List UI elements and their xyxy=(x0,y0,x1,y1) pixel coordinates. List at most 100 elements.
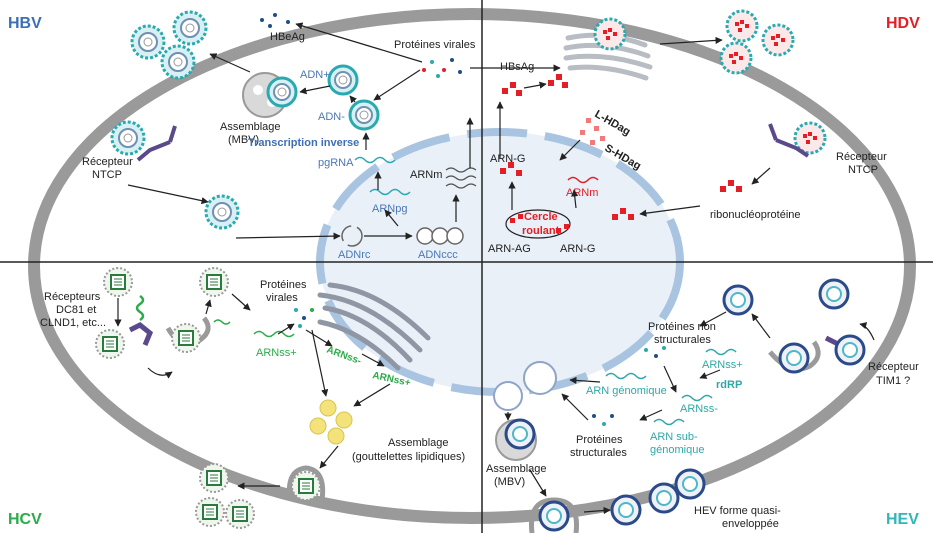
arnpg-label: ARNpg xyxy=(372,203,407,215)
adn-minus-label: ADN- xyxy=(318,111,345,123)
hev-uncoating-virion xyxy=(722,284,754,316)
hbsag-label: HBsAg xyxy=(500,61,534,73)
hdv-rnp-cluster-top xyxy=(502,74,568,96)
hev-arrows xyxy=(504,311,875,515)
hev-mbv-label: (MBV) xyxy=(494,476,525,488)
hcv-endosome xyxy=(165,316,211,353)
hev-forme-quasi: HEV forme quasi- xyxy=(694,505,781,517)
lipid-droplets xyxy=(309,399,353,445)
hev-enveloppee: enveloppée xyxy=(722,518,779,530)
hdv-released-virions xyxy=(719,9,795,75)
hbv-recepteur: Récepteur xyxy=(82,156,133,168)
viral-proteins-dots xyxy=(422,58,462,78)
adnrc-label: ADNrc xyxy=(338,249,371,261)
hcv-dc81-et: DC81 et xyxy=(56,304,96,316)
hev-structurales: structurales xyxy=(654,334,711,346)
hdv-title: HDV xyxy=(886,15,920,32)
hbeag-dots xyxy=(260,13,290,28)
hev-title: HEV xyxy=(886,511,919,528)
hbv-mbv-assemblage xyxy=(242,72,298,118)
hdv-entering-virion xyxy=(768,121,827,158)
hcv-arrows xyxy=(114,293,391,490)
adnccc-label: ADNccc xyxy=(418,249,458,261)
hcv-exocytosis xyxy=(286,465,326,501)
cercle-label: Cercle xyxy=(524,211,558,223)
arn-ag-label: ARN-AG xyxy=(488,243,531,255)
adn-plus-capsid xyxy=(327,64,359,96)
hev-proteines: Protéines xyxy=(576,434,623,446)
arn-genomique-label: ARN génomique xyxy=(586,385,667,397)
arnss-plus-wave-1 xyxy=(253,330,295,338)
hev-arnss-plus-label: ARNss+ xyxy=(702,359,743,371)
hcv-receptors xyxy=(128,294,154,346)
hev-structurales-2: structurales xyxy=(570,447,627,459)
arn-genomique-wave xyxy=(605,372,647,380)
hcv-gouttelettes: (gouttelettes lipidiques) xyxy=(352,451,465,463)
hbv-internalised-virion xyxy=(204,194,240,230)
hdv-recepteur: Récepteur xyxy=(836,151,887,163)
hbv-title: HBV xyxy=(8,15,42,32)
arn-g-rnp xyxy=(500,162,522,176)
hcv-recepteurs: Récepteurs xyxy=(44,291,101,303)
hbv-mbv: (MBV) xyxy=(228,134,259,146)
hcv-proteines: Protéines xyxy=(260,279,307,291)
hcv-clnd1: CLND1, etc... xyxy=(40,317,106,329)
hev-exocytosis xyxy=(528,497,580,533)
hev-arnss-minus-label: ARNss- xyxy=(680,403,718,415)
hev-assemblage: Assemblage xyxy=(486,463,547,475)
hcv-assemblage: Assemblage xyxy=(388,437,449,449)
ribonucleoproteine-label: ribonucléoprotéine xyxy=(710,209,801,221)
hev-recepteur: Récepteur xyxy=(868,361,919,373)
hev-proteines-non: Protéines non xyxy=(648,321,716,333)
hdv-arrows xyxy=(496,36,771,217)
hev-receptor xyxy=(824,334,866,366)
hev-arnss-minus-wave xyxy=(681,394,713,402)
hcv-virales: virales xyxy=(266,292,298,304)
adn-minus-capsid xyxy=(348,99,380,131)
hdv-golgi-virion xyxy=(593,17,627,51)
hdv-rnp-right xyxy=(612,180,742,220)
adnrc-circle xyxy=(341,225,363,247)
arnpg-wave xyxy=(369,188,411,196)
hev-arnss-plus-wave xyxy=(705,348,737,356)
hcv-title: HCV xyxy=(8,511,42,528)
pgrna-label: pgRNA xyxy=(318,157,354,169)
hdv-ntcp: NTCP xyxy=(848,164,878,176)
hbv-assemblage: Assemblage xyxy=(220,121,281,133)
pgrna-wave xyxy=(354,156,396,164)
hbv-arrows xyxy=(127,22,561,240)
hcv-uncoating-virion xyxy=(199,267,229,297)
hbv-ntcp: NTCP xyxy=(92,169,122,181)
roulant-label: roulant xyxy=(522,225,560,237)
hev-genomique-label: génomique xyxy=(650,444,704,456)
arnss-plus-1-label: ARNss+ xyxy=(256,347,297,359)
hdv-arnm-label: ARNm xyxy=(566,187,598,199)
adnccc-circles xyxy=(416,227,464,245)
hev-approaching-virion xyxy=(818,278,850,310)
hev-vesicles xyxy=(493,361,557,411)
hbv-entering-virion xyxy=(110,120,177,162)
rolling-circle xyxy=(505,209,571,239)
hcv-bound-virion xyxy=(95,329,125,359)
hcv-protein-dots xyxy=(294,308,314,328)
er-hcv xyxy=(317,282,431,371)
arn-g-bottom-label: ARN-G xyxy=(560,243,595,255)
arnm-label-hbv: ARNm xyxy=(410,169,442,181)
hcv-approaching-virion xyxy=(103,267,133,297)
hcv-released-rna xyxy=(213,319,231,325)
arn-g-top-label: ARN-G xyxy=(490,153,525,165)
hev-struct-dots xyxy=(592,414,614,426)
hbeag-label: HBeAg xyxy=(270,31,305,43)
hbv-proteines-virales: Protéines virales xyxy=(394,39,476,51)
arn-sub-label: ARN sub- xyxy=(650,431,698,443)
adn-plus-label: ADN+ xyxy=(300,69,330,81)
hev-mbv xyxy=(495,418,537,461)
hev-entry-endosome xyxy=(768,340,821,374)
rdrp-label: rdRP xyxy=(716,379,742,391)
hdag-squares xyxy=(580,118,605,145)
arn-sub-wave xyxy=(653,418,685,426)
hdv-arnm-wave xyxy=(567,176,599,184)
hev-nonstruct-dots xyxy=(644,346,666,358)
arnm-waves xyxy=(445,167,477,189)
